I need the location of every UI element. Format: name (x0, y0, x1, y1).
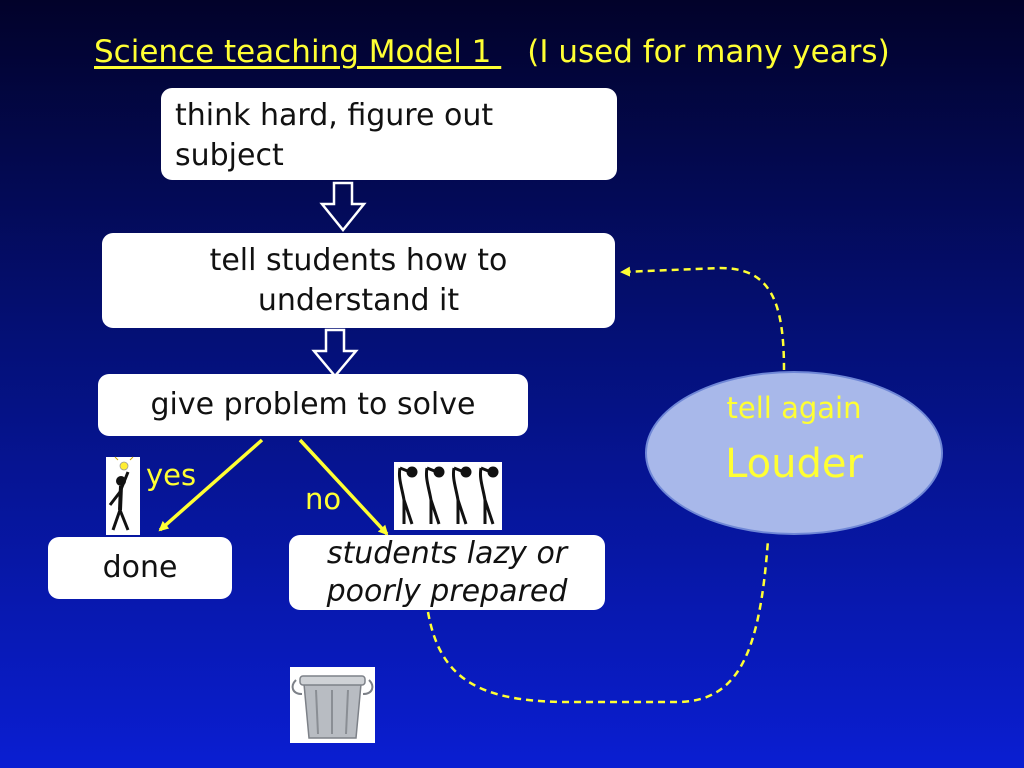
down-arrow-icon (319, 181, 367, 232)
title-main: Science teaching Model 1 (94, 34, 502, 70)
title-aside: (I used for many years) (527, 34, 890, 70)
result-lazy-box: students lazy or poorly prepared (289, 535, 605, 610)
slumped-people-icon (394, 462, 502, 530)
down-arrow-icon (311, 328, 359, 378)
lightbulb-person-icon (106, 456, 140, 535)
step-tell-box: tell students how to understand it (102, 233, 615, 328)
no-label: no (305, 482, 342, 516)
tell-again-text: tell again (726, 391, 862, 425)
step-think-box: think hard, figure out subject (161, 88, 617, 180)
step-problem-text: give problem to solve (150, 387, 476, 422)
step-problem-box: give problem to solve (98, 374, 528, 436)
tell-again-ellipse: tell again Louder (645, 371, 943, 535)
no-arrow (298, 438, 389, 536)
step-tell-text: tell students how to understand it (209, 242, 508, 318)
yes-label: yes (146, 458, 197, 492)
slide-title: Science teaching Model 1 (I used for man… (94, 34, 890, 70)
feedback-loop-dashed (426, 539, 770, 704)
feedback-return-dashed (620, 266, 786, 371)
trash-can-icon (290, 667, 375, 743)
result-done-box: done (48, 537, 232, 599)
yes-arrow (158, 438, 264, 532)
result-done-text: done (102, 550, 178, 585)
louder-text: Louder (725, 441, 863, 487)
